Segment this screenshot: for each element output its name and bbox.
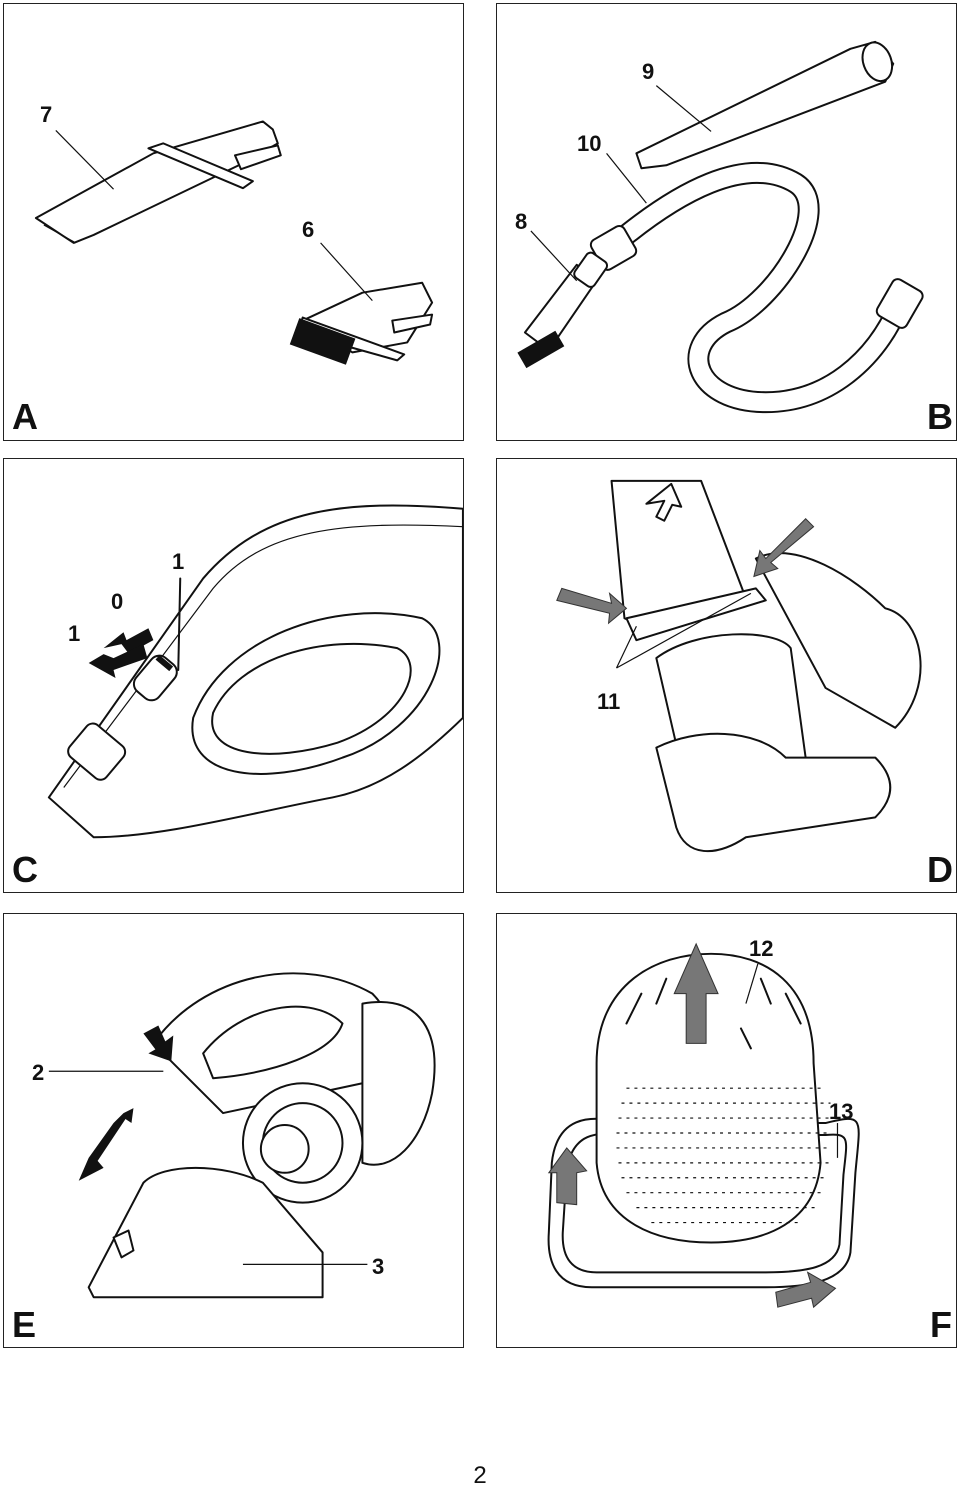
panel-e: 2 3 E — [3, 913, 464, 1348]
panel-f-label: F — [930, 1304, 952, 1345]
release-arrows — [556, 482, 815, 625]
callout-8: 8 — [515, 209, 528, 234]
dusting-brush-drawing — [517, 251, 609, 369]
filter-body-drawing — [595, 952, 832, 1244]
power-switch[interactable] — [130, 652, 181, 705]
panel-a: 7 6 A — [3, 3, 464, 441]
callout-11: 11 — [597, 689, 621, 714]
panel-c-illustration — [47, 504, 463, 839]
panel-b: 9 10 8 B — [496, 3, 957, 441]
panel-b-illustration — [517, 40, 924, 414]
callout-leader-1 — [177, 577, 182, 672]
open-arrows — [78, 1025, 174, 1181]
release-latch — [112, 1229, 135, 1259]
panel-d-illustration — [556, 479, 922, 852]
panel-f: 12 13 F — [496, 913, 957, 1348]
callout-1-left: 1 — [68, 621, 81, 646]
callout-leader-7 — [55, 130, 114, 190]
vacuum-opened-drawing — [87, 972, 436, 1299]
panel-b-label: B — [927, 396, 953, 437]
panel-a-label: A — [12, 396, 38, 437]
nozzle-release-drawing — [610, 479, 922, 852]
callout-leader-12 — [745, 963, 759, 1004]
callout-leader-6 — [320, 242, 373, 302]
panel-c-label: C — [12, 849, 38, 890]
callout-6: 6 — [302, 217, 315, 242]
callout-leader-10 — [606, 152, 647, 204]
hand-lower — [655, 732, 892, 852]
dusting-brush-bristles — [517, 330, 565, 369]
filter-perforations — [616, 1087, 832, 1224]
panel-d-label: D — [927, 849, 953, 890]
callout-9: 9 — [642, 59, 655, 84]
callout-1-top: 1 — [172, 549, 185, 574]
panel-f-illustration — [547, 942, 860, 1309]
hand-upper — [754, 552, 922, 729]
panel-c: 1 0 1 C — [3, 458, 464, 893]
panel-e-illustration — [48, 972, 436, 1299]
callout-leader-11a — [615, 625, 637, 669]
flexible-hose-drawing — [589, 162, 924, 414]
page-number: 2 — [473, 1462, 487, 1489]
callout-10: 10 — [577, 131, 602, 156]
callout-2: 2 — [32, 1060, 45, 1085]
brush-bristles — [289, 318, 356, 365]
crevice-nozzle-drawing — [635, 40, 895, 170]
charge-indicator — [67, 722, 127, 781]
rotate-arrows — [547, 1147, 837, 1309]
crevice-tool-drawing — [34, 120, 282, 244]
switch-direction-arrows — [88, 628, 154, 678]
panel-e-label: E — [12, 1304, 36, 1345]
callout-leader-9 — [655, 85, 712, 132]
callout-leader-8 — [530, 230, 578, 282]
brush-tool-drawing — [289, 281, 434, 365]
callout-12: 12 — [749, 936, 774, 961]
callout-0: 0 — [111, 589, 124, 614]
callout-leader-11b — [616, 592, 752, 669]
panel-a-illustration — [34, 120, 434, 365]
lift-up-arrow — [673, 942, 719, 1044]
callout-13: 13 — [829, 1099, 854, 1124]
panel-d: 11 D — [496, 458, 957, 893]
callout-3: 3 — [372, 1254, 385, 1279]
callout-7: 7 — [40, 102, 53, 127]
vacuum-handle-drawing — [47, 504, 463, 839]
lift-arrow — [645, 482, 683, 522]
